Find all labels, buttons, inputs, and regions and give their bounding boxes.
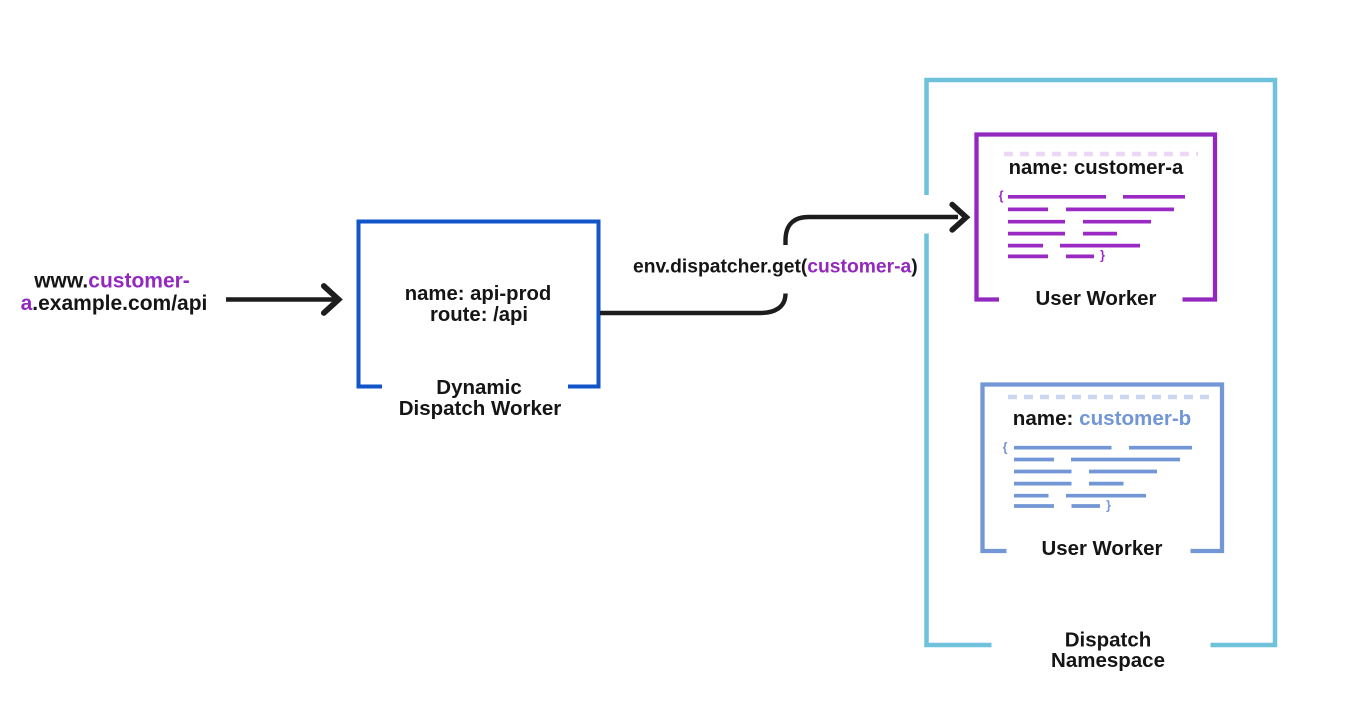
svg-text:Dynamic: Dynamic (436, 376, 521, 399)
svg-text:www.customer-: www.customer- (33, 270, 190, 293)
svg-text:name: customer-b: name: customer-b (1013, 407, 1192, 430)
svg-text:Dispatch Worker: Dispatch Worker (399, 397, 562, 420)
svg-text:route: /api: route: /api (430, 304, 528, 326)
svg-text:a.example.com/api: a.example.com/api (21, 292, 208, 315)
svg-text:User Worker: User Worker (1036, 288, 1157, 310)
svg-text:{: { (999, 189, 1004, 203)
svg-text:Namespace: Namespace (1051, 649, 1165, 672)
svg-text:Dispatch: Dispatch (1065, 629, 1152, 652)
svg-text:}: } (1100, 249, 1105, 263)
svg-text:name: customer-a: name: customer-a (1009, 157, 1184, 179)
svg-text:name: api-prod: name: api-prod (405, 283, 552, 305)
svg-text:{: { (1003, 441, 1008, 455)
svg-text:}: } (1106, 499, 1111, 513)
svg-text:env.dispatcher.get(customer-a): env.dispatcher.get(customer-a) (633, 257, 918, 278)
svg-text:User Worker: User Worker (1042, 538, 1163, 560)
